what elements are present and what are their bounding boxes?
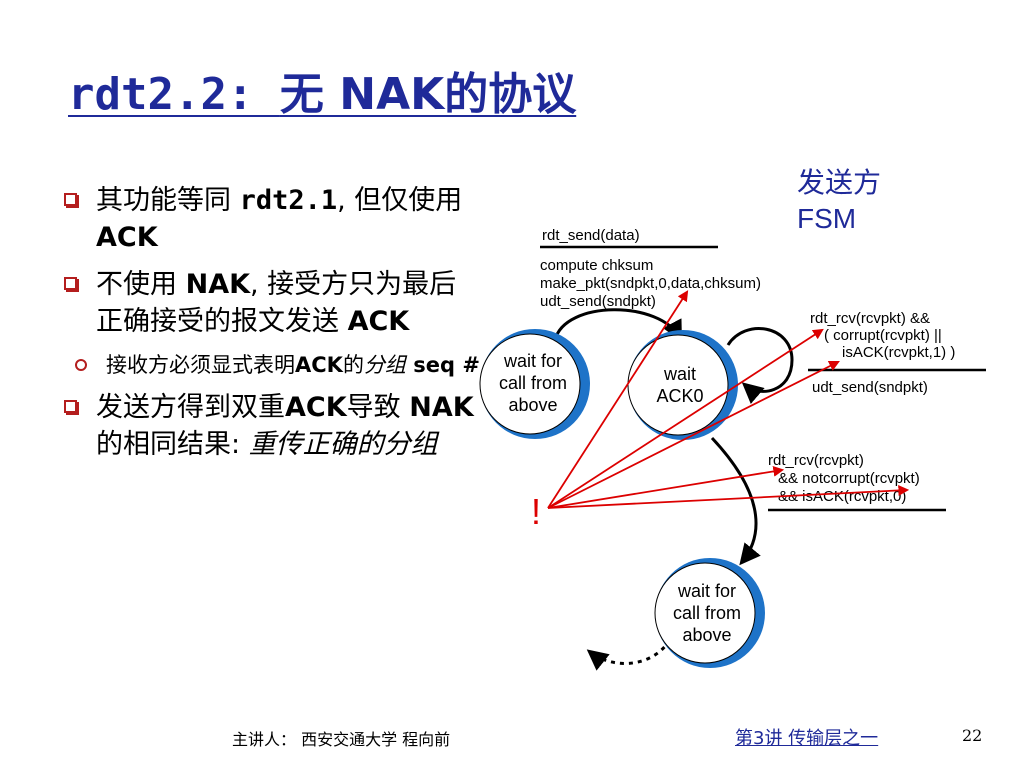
svg-text:above: above xyxy=(508,395,557,415)
t2-event: rdt_rcv(rcvpkt) && xyxy=(810,310,930,327)
state-wait-ack0: wait ACK0 xyxy=(627,330,738,440)
t2-event: ( corrupt(rcvpkt) || xyxy=(824,327,942,344)
transition-arc-continue xyxy=(586,639,672,671)
t3-event: && notcorrupt(rcvpkt) xyxy=(778,470,920,487)
footer-presenter: 主讲人： 西安交通大学 程向前 xyxy=(232,730,451,749)
t1-event: rdt_send(data) xyxy=(542,227,640,244)
t1-action: make_pkt(sndpkt,0,data,chksum) xyxy=(540,275,761,292)
state-wait-call-1: wait for call from above xyxy=(654,558,765,668)
bullet-item: 发送方得到双重ACK导致 NAK的相同结果: 重传正确的分组 xyxy=(62,389,482,463)
bullet-item: 不使用 NAK, 接受方只为最后正确接受的报文发送 ACK xyxy=(62,266,482,340)
svg-text:ACK0: ACK0 xyxy=(656,386,703,406)
transition-arc-ack xyxy=(710,436,761,566)
page-title: rdt2.2: 无 NAK的协议 xyxy=(68,69,577,120)
square-bullet-icon xyxy=(64,193,77,206)
page-number: 22 xyxy=(962,726,983,745)
square-bullet-icon xyxy=(64,277,77,290)
square-bullet-icon xyxy=(64,400,77,413)
circle-bullet-icon xyxy=(75,359,87,371)
exclamation-mark: ! xyxy=(531,491,541,532)
transition-arc-send xyxy=(553,308,682,342)
svg-text:call from: call from xyxy=(499,373,567,393)
svg-text:above: above xyxy=(682,625,731,645)
fsm-label-line2: FSM xyxy=(797,203,856,234)
t3-event: rdt_rcv(rcvpkt) xyxy=(768,452,864,469)
bullet-list: 其功能等同 rdt2.1, 但仅使用 ACK 不使用 NAK, 接受方只为最后正… xyxy=(62,182,482,473)
t1-action: compute chksum xyxy=(540,257,653,274)
t2-action: udt_send(sndpkt) xyxy=(812,379,928,396)
t1-action: udt_send(sndpkt) xyxy=(540,293,656,310)
sub-bullet-item: 接收方必须显式表明ACK的分组 seq # xyxy=(28,350,482,381)
state-wait-call-0: wait for call from above xyxy=(479,329,590,439)
svg-text:call from: call from xyxy=(673,603,741,623)
fsm-label-line1: 发送方 xyxy=(797,167,881,198)
svg-text:wait: wait xyxy=(663,364,696,384)
bullet-item: 其功能等同 rdt2.1, 但仅使用 ACK xyxy=(62,182,482,256)
footer-lecture-link[interactable]: 第3讲 传输层之一 xyxy=(735,728,879,749)
svg-text:wait for: wait for xyxy=(503,351,562,371)
transition-self-loop xyxy=(726,327,794,404)
svg-text:wait for: wait for xyxy=(677,581,736,601)
annotation-arrows xyxy=(547,290,910,509)
t2-event: isACK(rcvpkt,1) ) xyxy=(842,344,955,361)
